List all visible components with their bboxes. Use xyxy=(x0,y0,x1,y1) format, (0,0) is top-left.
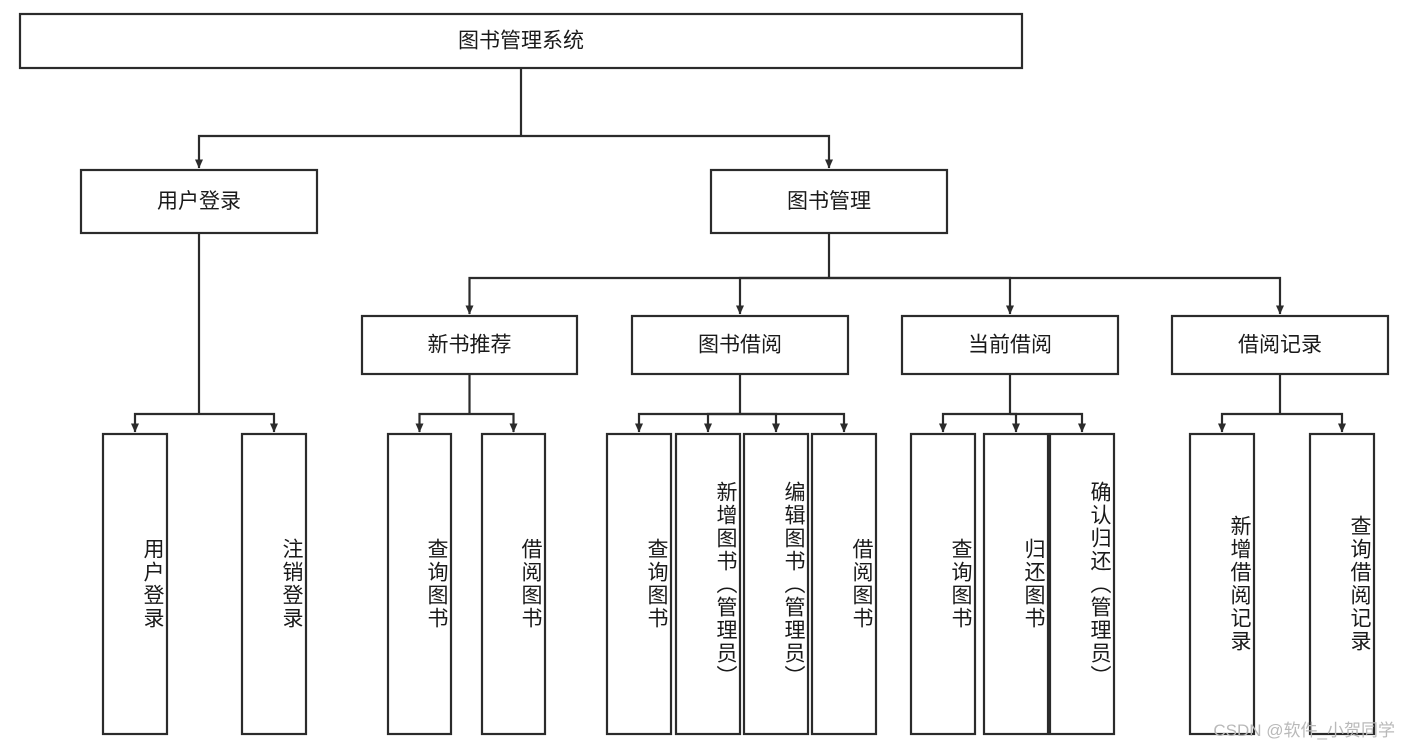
leaf-node-9-rect[interactable] xyxy=(909,432,977,736)
edge-book-mgmt-to-level3-4 xyxy=(829,276,1284,315)
level3-node-4[interactable]: 借阅记录 xyxy=(1170,314,1390,376)
level3-node-3-rect[interactable] xyxy=(900,314,1120,376)
edge-book-mgmt-to-level3-3 xyxy=(829,276,1014,315)
edge-root-to-level2-2 xyxy=(521,134,833,169)
level3-node-1[interactable]: 新书推荐 xyxy=(360,314,579,376)
leaf-node-8-rect[interactable] xyxy=(810,432,878,736)
edges-layer xyxy=(131,68,1346,433)
leaf-node-11-rect[interactable] xyxy=(1048,432,1116,736)
edge-leaf-4-1 xyxy=(939,412,1010,433)
leaf-node-3-rect[interactable] xyxy=(386,432,453,736)
edge-leaf-5-2 xyxy=(1280,412,1346,433)
leaf-node-7-rect[interactable] xyxy=(742,432,810,736)
level2-node-2-label: 图书管理 xyxy=(787,190,871,213)
edge-leaf-4-2 xyxy=(1010,412,1020,433)
edge-leaf-2-1 xyxy=(415,412,470,433)
edge-root-to-level2-1 xyxy=(195,134,521,169)
level2-node-2[interactable]: 图书管理 xyxy=(709,168,949,235)
leaf-node-10[interactable] xyxy=(982,432,1050,736)
edge-leaf-4-3 xyxy=(1010,412,1086,433)
edge-leaf-3-2 xyxy=(704,412,740,433)
leaf-node-7[interactable] xyxy=(742,432,810,736)
level3-node-2-rect[interactable] xyxy=(630,314,850,376)
edge-book-mgmt-to-level3-1 xyxy=(465,276,829,315)
leaf-node-6-rect[interactable] xyxy=(674,432,742,736)
edge-leaf-1-1 xyxy=(131,412,199,433)
leaf-node-5[interactable] xyxy=(605,432,673,736)
edge-leaf-1-2 xyxy=(199,412,278,433)
leaf-node-6[interactable] xyxy=(674,432,742,736)
level2-node-1-label: 用户登录 xyxy=(157,190,241,213)
csdn-watermark: CSDN @软件_小贺同学 xyxy=(1213,721,1395,740)
leaf-node-13-rect[interactable] xyxy=(1308,432,1376,736)
leaf-node-12[interactable] xyxy=(1188,432,1256,736)
leaf-node-2[interactable] xyxy=(240,432,308,736)
leaf-node-9[interactable] xyxy=(909,432,977,736)
leaf-node-12-rect[interactable] xyxy=(1188,432,1256,736)
edge-leaf-3-1 xyxy=(635,412,740,433)
edge-book-mgmt-to-level3-2 xyxy=(736,276,829,315)
leaf-node-8[interactable] xyxy=(810,432,878,736)
leaf-node-3[interactable] xyxy=(386,432,453,736)
level3-node-3-label: 当前借阅 xyxy=(968,334,1052,357)
edge-leaf-2-2 xyxy=(469,412,518,433)
leaf-node-1-rect[interactable] xyxy=(101,432,169,736)
level3-node-2[interactable]: 图书借阅 xyxy=(630,314,850,376)
root-node-rect[interactable] xyxy=(18,12,1024,70)
edge-leaf-3-3 xyxy=(740,412,780,433)
root-node-label: 图书管理系统 xyxy=(458,30,584,53)
level2-node-1-rect[interactable] xyxy=(79,168,319,235)
leaf-node-11[interactable] xyxy=(1048,432,1116,736)
level3-node-3[interactable]: 当前借阅 xyxy=(900,314,1120,376)
level3-node-2-label: 图书借阅 xyxy=(698,334,782,357)
level3-node-4-label: 借阅记录 xyxy=(1238,334,1322,357)
leaf-node-1[interactable] xyxy=(101,432,169,736)
edge-leaf-5-1 xyxy=(1218,412,1280,433)
level2-node-1[interactable]: 用户登录 xyxy=(79,168,319,235)
level2-node-2-rect[interactable] xyxy=(709,168,949,235)
leaf-node-5-rect[interactable] xyxy=(605,432,673,736)
leaf-node-10-rect[interactable] xyxy=(982,432,1050,736)
level3-node-1-label: 新书推荐 xyxy=(428,334,512,357)
level3-node-1-rect[interactable] xyxy=(360,314,579,376)
level3-node-4-rect[interactable] xyxy=(1170,314,1390,376)
leaf-node-2-rect[interactable] xyxy=(240,432,308,736)
leaf-node-4[interactable] xyxy=(480,432,547,736)
root-node[interactable]: 图书管理系统 xyxy=(18,12,1024,70)
leaf-node-13[interactable] xyxy=(1308,432,1376,736)
edge-leaf-3-4 xyxy=(740,412,848,433)
leaf-node-4-rect[interactable] xyxy=(480,432,547,736)
